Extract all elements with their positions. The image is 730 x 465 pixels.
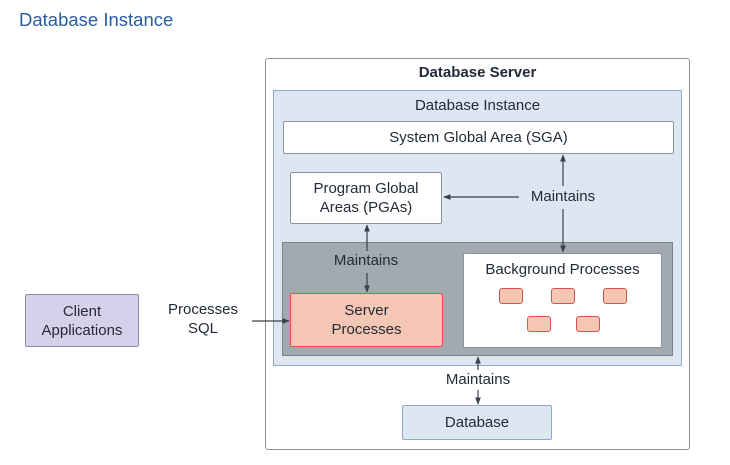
database-instance-title: Database Instance [414,97,541,114]
client-label-line2: Applications [41,321,123,339]
processes-sql-line1: Processes [167,301,239,318]
maintains-label-bg-pga: Maintains [520,188,606,205]
pga-box: Program Global Areas (PGAs) [290,172,442,224]
pga-label-line1: Program Global [313,180,419,197]
client-applications-box: Client Applications [25,294,139,347]
database-server-title: Database Server [418,64,537,81]
background-process-item [499,288,523,304]
processes-sql-label: Processes SQL [158,300,248,338]
background-processes-label: Background Processes [485,261,640,278]
processes-sql-line2: SQL [187,320,218,337]
background-process-item [551,288,575,304]
server-processes-line1: Server [344,302,389,319]
sga-label: System Global Area (SGA) [389,129,568,146]
server-processes-line2: Processes [331,321,402,338]
client-label-line1: Client [62,302,102,320]
maintains-label-server-pga: Maintains [333,252,399,269]
database-box: Database [402,405,552,440]
pga-label-line2: Areas (PGAs) [319,199,413,216]
background-process-item [603,288,627,304]
background-process-item [527,316,551,332]
page-title: Database Instance [19,9,174,30]
maintains-label-database: Maintains [436,371,520,388]
server-processes-box: Server Processes [290,293,443,347]
sga-box: System Global Area (SGA) [283,121,674,154]
background-process-item [576,316,600,332]
database-label: Database [444,414,510,431]
